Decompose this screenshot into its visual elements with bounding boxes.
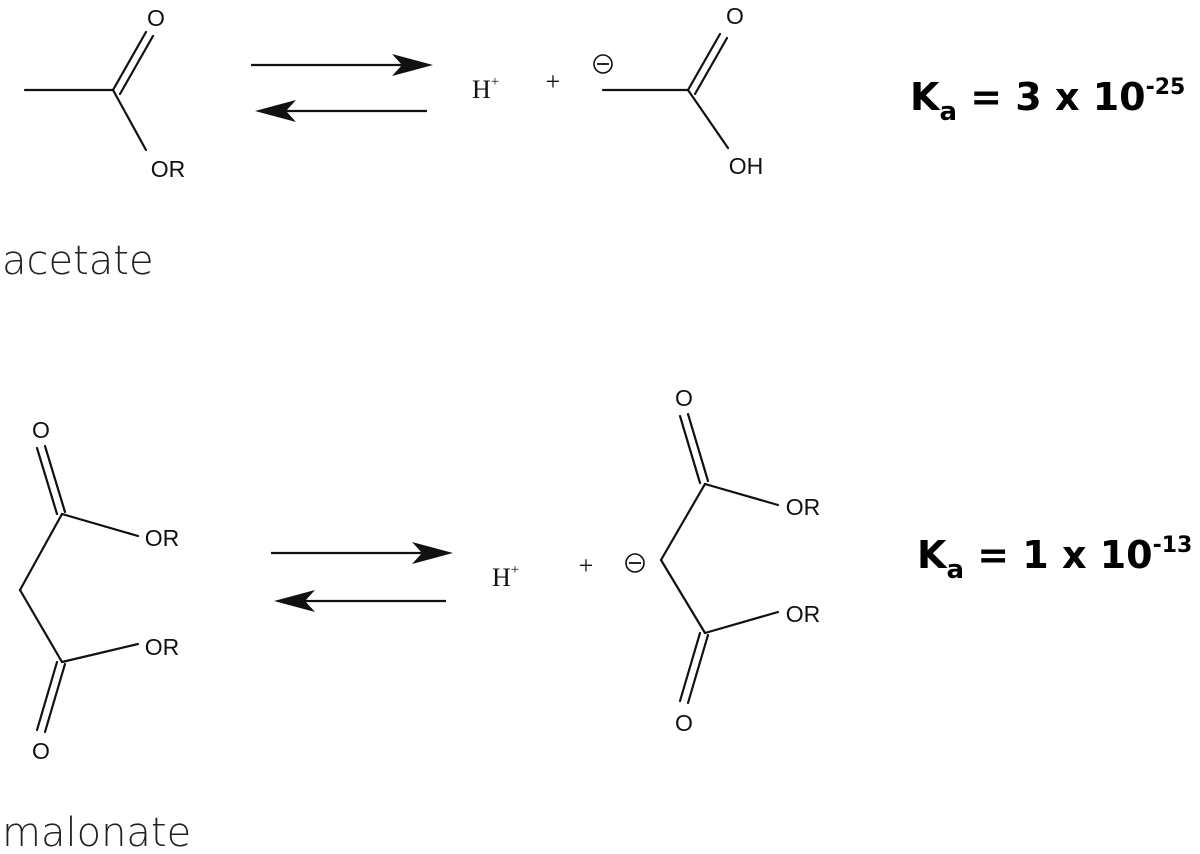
acid-hydroxyl-bond [686,88,730,150]
plus-sign: + [579,551,594,580]
top-ester-bond [60,512,140,538]
top-or-label: OR [145,525,180,551]
bottom-carbonyl-bond-b [686,633,710,705]
acid-carbonyl-bond-b [693,36,729,96]
ka-value-malonate: Ka = 1 x 10-13 [917,533,1192,585]
malonate-reaction: O OR OR O H+ + [2,385,1192,854]
equilibrium-arrows [271,542,453,612]
top-carbonyl-bond-b [686,412,710,483]
acid-carbonyl-bond-a [686,32,722,92]
top-carbonyl-oxygen-label: O [675,385,693,411]
top-carbonyl-oxygen-label: O [32,417,50,443]
acid-carbonyl-oxygen-label: O [726,3,744,29]
bottom-ester-bond [60,642,140,664]
carbonyl-oxygen-label: O [147,5,165,31]
ka-value-acetate: Ka = 3 x 10-25 [910,75,1185,127]
ester-bond [111,88,148,152]
proton-label: H+ [472,74,499,104]
compound-name-acetate: acetate [2,238,154,284]
bottom-methylene-bond [18,588,64,664]
compound-name-malonate: malonate [2,810,191,854]
top-ester-bond [703,482,780,507]
malonate-reactant: O OR OR O [18,417,180,764]
carbanion-charge-icon [593,54,613,74]
bottom-carbonyl-bond-a [35,660,59,732]
bottom-carbonyl-bond-a [678,631,702,703]
bottom-carbonyl-bond-b [43,662,67,734]
top-carbonyl-bond-a [678,414,702,485]
bottom-carbonyl-oxygen-label: O [675,710,693,736]
carbonyl-double-bond-b [118,34,155,96]
reverse-arrow-head [274,590,315,612]
carbonyl-double-bond-a [111,30,148,92]
carbanion-charge-icon [625,553,645,573]
bottom-methylene-bond [659,558,707,635]
equilibrium-arrows [251,54,433,122]
forward-arrow-head [412,542,453,564]
ester-or-label: OR [151,156,186,182]
top-methylene-bond [659,482,707,562]
bottom-carbonyl-oxygen-label: O [32,738,50,764]
acetate-products: H+ + O OH [472,3,763,179]
hydroxyl-label: OH [729,153,764,179]
acetate-reactant: O OR [23,5,186,182]
bottom-or-label: OR [786,601,821,627]
malonate-products: H+ + O OR OR O [492,385,820,736]
top-carbonyl-bond-a [35,446,59,516]
forward-arrow-head [392,54,433,76]
top-or-label: OR [786,494,821,520]
bottom-or-label: OR [145,634,180,660]
plus-sign: + [546,67,561,96]
bottom-ester-bond [703,610,780,635]
acetate-reaction: O OR H+ + O OH Ka = 3 x 10-25 [2,3,1185,284]
top-carbonyl-bond-b [43,444,67,514]
reverse-arrow-head [255,100,296,122]
proton-label: H+ [492,562,519,592]
top-methylene-bond [18,512,64,592]
